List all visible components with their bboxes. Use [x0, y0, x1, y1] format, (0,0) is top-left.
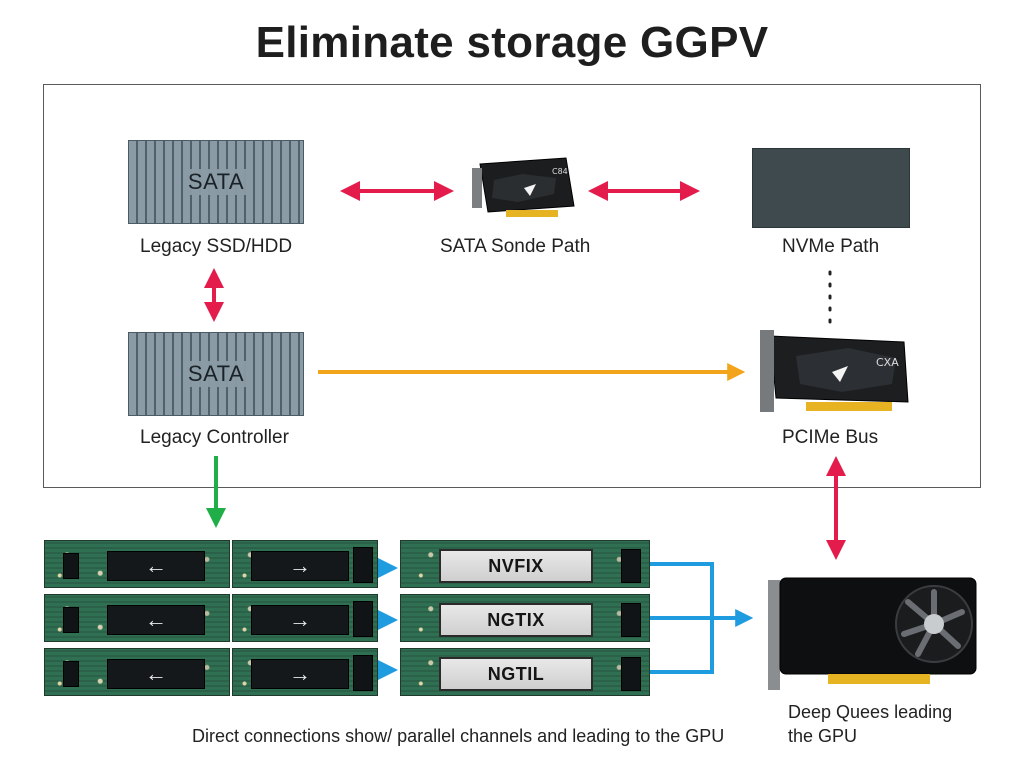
board-port — [63, 607, 79, 633]
gpu-bracket — [768, 580, 780, 690]
ngtil-chip: NGTIL — [439, 657, 593, 691]
nvme-device — [752, 148, 910, 228]
arrow-board3-to-gpu — [650, 618, 714, 674]
right-arrow-chip: → — [251, 659, 349, 689]
legacy-ssd-drive: SATA — [128, 140, 304, 224]
legacy-controller-drive: SATA — [128, 332, 304, 416]
bottom-caption: Direct connections show/ parallel channe… — [192, 726, 725, 746]
board-left-row1-a: ← — [44, 540, 230, 588]
right-arrow-chip: → — [251, 551, 349, 581]
page-title: Eliminate storage GGPV — [255, 18, 769, 67]
card-mark: CXA — [876, 356, 899, 369]
board-left-row1-b: → — [232, 540, 378, 588]
drive-chip-label: SATA — [183, 361, 249, 387]
board-port — [353, 547, 373, 583]
left-arrow-chip: ← — [107, 551, 205, 581]
board-port — [63, 553, 79, 579]
arrow-board1-to-gpu — [650, 562, 754, 627]
pcie-card: CXA — [760, 330, 909, 412]
board-port — [353, 601, 373, 637]
board-left-row2-b: → — [232, 594, 378, 642]
board-right-row1: NVFIX — [400, 540, 650, 588]
board-left-row3-b: → — [232, 648, 378, 696]
blue-arrowhead-row2 — [378, 610, 398, 630]
pcie-bus-label: PCIMe Bus — [782, 427, 879, 448]
blue-arrowhead-row3 — [378, 660, 398, 680]
board-port — [621, 603, 641, 637]
board-port — [353, 655, 373, 691]
sata-card: C84 — [472, 157, 575, 217]
card-mark: C84 — [552, 167, 568, 176]
gpu-caption-line2: the GPU — [788, 726, 858, 746]
board-left-row3-a: ← — [44, 648, 230, 696]
gpu-fan-hub — [924, 614, 944, 634]
nvfix-chip: NVFIX — [439, 549, 593, 583]
board-port — [621, 657, 641, 691]
board-port — [63, 661, 79, 687]
ngtix-chip: NGTIX — [439, 603, 593, 637]
board-right-row3: NGTIL — [400, 648, 650, 696]
gpu-card — [768, 577, 977, 690]
board-left-row2-a: ← — [44, 594, 230, 642]
gpu-connector — [828, 674, 930, 684]
blue-arrowhead-row1 — [378, 558, 398, 578]
drive-chip-label: SATA — [183, 169, 249, 195]
legacy-controller-label: Legacy Controller — [140, 427, 289, 448]
diagram-frame — [43, 84, 981, 488]
board-port — [621, 549, 641, 583]
gpu-caption-line1: Deep Quees leading — [788, 702, 953, 722]
right-arrow-chip: → — [251, 605, 349, 635]
left-arrow-chip: ← — [107, 659, 205, 689]
left-arrow-chip: ← — [107, 605, 205, 635]
nvme-path-label: NVMe Path — [782, 236, 880, 257]
board-right-row2: NGTIX — [400, 594, 650, 642]
sata-path-label: SATA Sonde Path — [440, 236, 591, 257]
legacy-ssd-label: Legacy SSD/HDD — [140, 236, 293, 257]
